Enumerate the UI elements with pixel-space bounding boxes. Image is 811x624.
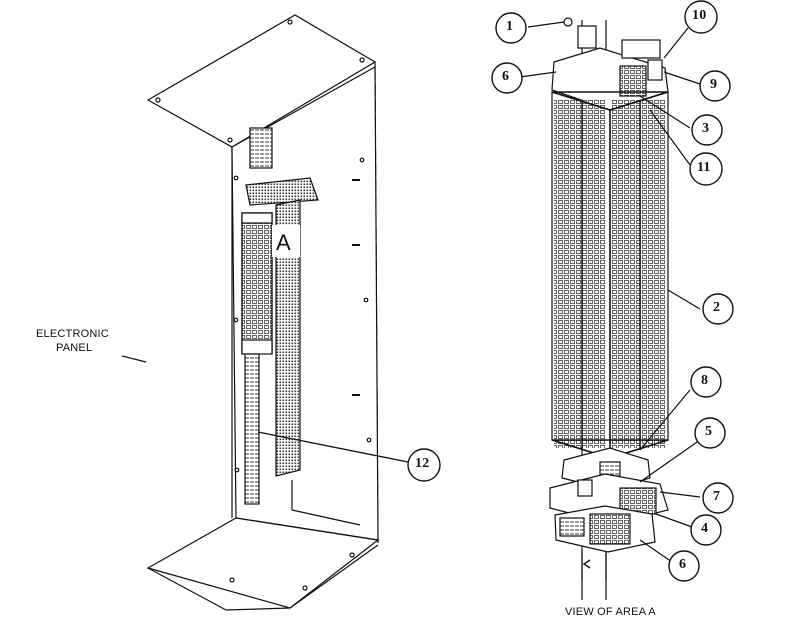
callout-6b-circle	[668, 550, 700, 582]
callout-1: 1	[506, 19, 514, 34]
callout-2: 2	[713, 300, 721, 315]
callout-5-circle	[694, 417, 726, 449]
callout-circles	[407, 0, 734, 582]
callout-11: 11	[697, 160, 711, 175]
callout-12-circle	[407, 448, 441, 482]
panel-bottom	[146, 517, 380, 609]
callout-leaders	[519, 21, 701, 563]
callout-9: 9	[710, 77, 718, 92]
din-rail	[244, 353, 260, 505]
wire-duct	[275, 199, 301, 477]
panel-label-line1: ELECTRONIC	[36, 328, 109, 340]
callout-6a-circle	[491, 62, 523, 94]
callout-10: 10	[692, 8, 707, 23]
callout-4-circle	[690, 514, 722, 546]
panel-leader-line	[121, 355, 147, 363]
callout-2-circle	[702, 293, 734, 325]
callout-4: 4	[701, 521, 709, 536]
callout-3: 3	[702, 121, 710, 136]
callout-6a: 6	[502, 69, 510, 84]
callout-7-circle	[702, 482, 734, 514]
view-caption: VIEW OF AREA A	[565, 606, 656, 618]
callout-12: 12	[415, 456, 430, 471]
callout-9-circle	[699, 70, 731, 102]
callout-7: 7	[713, 489, 721, 504]
leader-12	[257, 431, 409, 463]
callout-8: 8	[701, 373, 709, 388]
panel-label-line2: PANEL	[56, 342, 93, 354]
top-vent	[249, 127, 273, 169]
callout-5: 5	[705, 424, 713, 439]
callout-11-circle	[689, 152, 723, 186]
area-marker: A	[276, 230, 291, 255]
callout-1-circle	[495, 12, 527, 44]
callout-10-circle	[684, 0, 718, 34]
area-a-detail	[549, 17, 669, 600]
callout-8-circle	[690, 366, 722, 398]
electronic-panel-drawing	[146, 14, 380, 611]
callout-3-circle	[691, 114, 723, 146]
terminal-strip	[241, 212, 273, 354]
callout-6b: 6	[679, 557, 687, 572]
